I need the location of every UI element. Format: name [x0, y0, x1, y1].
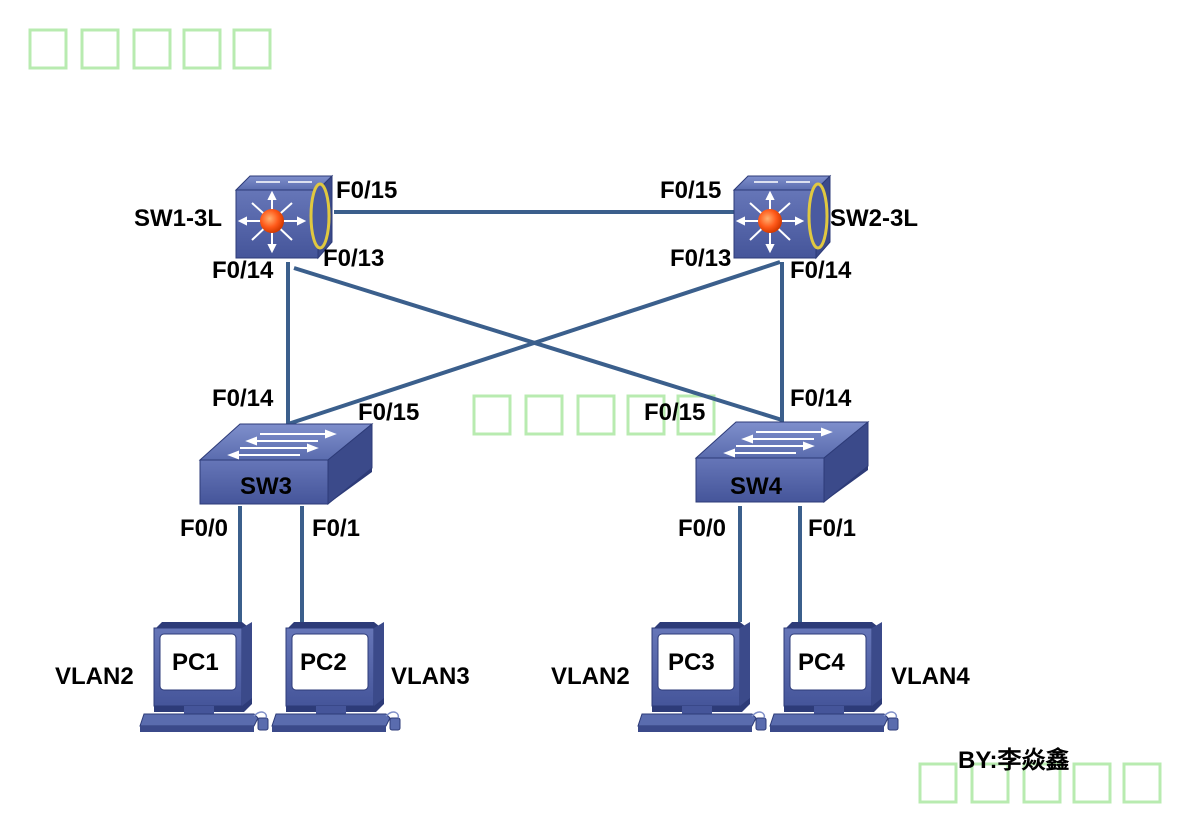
pc3-vlan-label: VLAN2 — [551, 663, 630, 690]
port-label-sw2-f0-13: F0/13 — [670, 245, 731, 272]
sw2-label: SW2-3L — [830, 205, 918, 232]
links — [238, 210, 802, 622]
pc1-label: PC1 — [172, 649, 219, 676]
port-label-sw3-f0-1: F0/1 — [312, 515, 360, 542]
sw1-layer3-switch-icon — [234, 174, 334, 260]
watermark-top-left — [28, 28, 272, 70]
port-label-sw4-f0-15: F0/15 — [644, 399, 705, 426]
sw4-label: SW4 — [730, 473, 783, 500]
link-sw2-sw3 — [287, 260, 781, 426]
pc1-icon — [139, 621, 269, 733]
port-label-sw1-f0-13: F0/13 — [323, 245, 384, 272]
port-label-sw3-f0-14: F0/14 — [212, 385, 274, 412]
port-label-sw1-f0-15: F0/15 — [336, 177, 397, 204]
port-label-sw3-f0-15: F0/15 — [358, 399, 419, 426]
link-sw1-sw4 — [293, 266, 783, 422]
pc2-vlan-label: VLAN3 — [391, 663, 470, 690]
pc3-label: PC3 — [668, 649, 715, 676]
pc1-vlan-label: VLAN2 — [55, 663, 134, 690]
sw2-layer3-switch-icon — [732, 174, 832, 260]
pc3-icon — [637, 621, 767, 733]
author-credit: BY:李焱鑫 — [958, 747, 1070, 774]
port-label-sw1-f0-14: F0/14 — [212, 257, 274, 284]
pc4-label: PC4 — [798, 649, 845, 676]
port-label-sw2-f0-14: F0/14 — [790, 257, 852, 284]
pc4-icon — [769, 621, 899, 733]
port-label-sw3-f0-0: F0/0 — [180, 515, 228, 542]
port-label-sw4-f0-1: F0/1 — [808, 515, 856, 542]
pc2-icon — [271, 621, 401, 733]
pc4-vlan-label: VLAN4 — [891, 663, 970, 690]
port-label-sw2-f0-15: F0/15 — [660, 177, 721, 204]
pc2-label: PC2 — [300, 649, 347, 676]
port-label-sw4-f0-0: F0/0 — [678, 515, 726, 542]
sw3-label: SW3 — [240, 473, 292, 500]
port-label-sw4-f0-14: F0/14 — [790, 385, 852, 412]
sw1-label: SW1-3L — [134, 205, 222, 232]
